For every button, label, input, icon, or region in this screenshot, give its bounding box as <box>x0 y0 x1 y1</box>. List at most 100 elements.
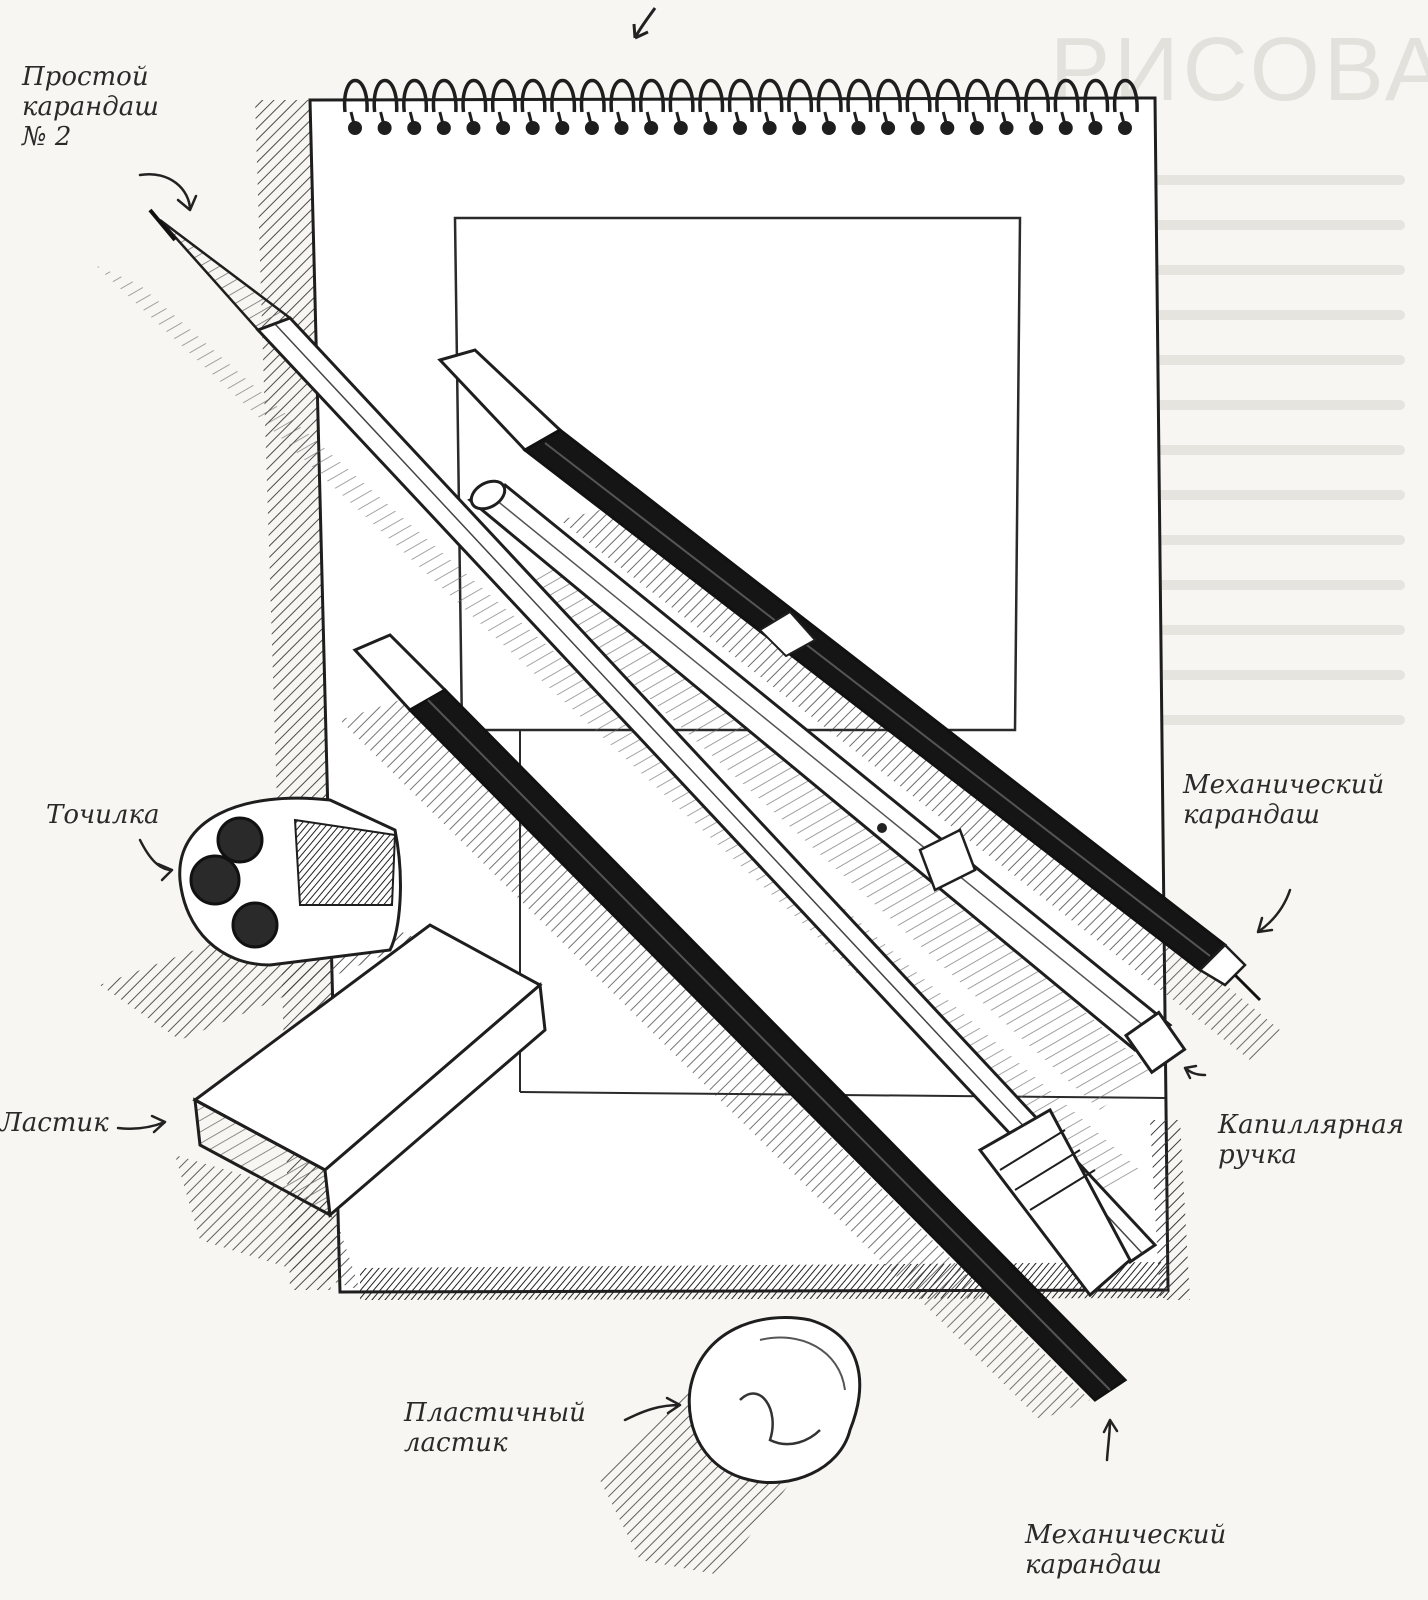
sharpener-hole-3 <box>231 901 279 949</box>
spiral-ring-tail <box>556 111 564 129</box>
spiral-ring-tail <box>586 111 594 129</box>
spiral-ring <box>490 79 517 113</box>
label-eraser-line1: Ластик <box>0 1108 109 1138</box>
capillary-pen <box>467 479 1187 1075</box>
spiral-ring-tail <box>1060 111 1068 129</box>
top-arrow <box>632 7 657 40</box>
spiral-ring <box>757 79 784 113</box>
spiral-ring <box>550 79 577 113</box>
spiral-ring <box>787 79 813 113</box>
label-kneaded-eraser-line1: Пластичный <box>404 1398 586 1428</box>
arrow-mech-pencil-bottom <box>1102 1418 1119 1462</box>
spiral-ring-tail <box>1089 111 1097 129</box>
spiral-ring <box>994 79 1021 113</box>
pad-left-shadow <box>255 100 340 1290</box>
sharpener-hole-1 <box>189 854 241 906</box>
kneaded-eraser <box>600 1316 862 1575</box>
spiral-ring <box>639 79 665 113</box>
label-mech-pencil-top-line1: Механический <box>1183 770 1385 800</box>
spiral-ring-tail <box>853 111 860 129</box>
spiral-ring-tail <box>675 111 683 129</box>
label-capillary-pen: Капиллярная ручка <box>1218 1110 1404 1170</box>
spiral-ring-tail <box>1119 111 1127 129</box>
pad-inner-sheet <box>453 216 1022 732</box>
label-eraser: Ластик <box>0 1108 109 1138</box>
sharpener-hole-2 <box>216 816 264 864</box>
label-pencil-no2: Простой карандаш № 2 <box>22 62 159 152</box>
spiral-ring-tail <box>764 111 772 129</box>
spiral-ring-tail <box>468 111 475 129</box>
spiral-ring <box>431 79 458 113</box>
sharpener <box>100 796 420 1040</box>
spiral-ring-tail <box>1030 111 1038 129</box>
label-sharpener-line1: Точилка <box>46 800 160 830</box>
spiral-ring <box>846 79 873 113</box>
spiral-ring <box>816 79 843 113</box>
spiral-ring <box>1083 79 1110 113</box>
spiral-ring-tail <box>527 111 535 129</box>
spiral-ring <box>698 79 725 113</box>
spiral-ring <box>935 79 962 113</box>
label-arrows <box>116 172 1292 1462</box>
label-mech-pencil-bottom: Механический карандаш <box>1025 1520 1226 1580</box>
arrow-pencil-no2 <box>138 172 198 212</box>
spiral-ring-tail <box>438 111 446 129</box>
arrow-kneaded-eraser <box>623 1396 682 1422</box>
spiral-ring <box>372 79 399 113</box>
spiral-ring <box>609 79 636 113</box>
label-mech-pencil-top-line2: карандаш <box>1183 800 1320 830</box>
arrow-sharpener <box>138 838 174 882</box>
label-kneaded-eraser-line2: ластик <box>404 1428 508 1458</box>
spiral-ring <box>875 79 902 113</box>
label-pencil-no2-line2: карандаш <box>22 92 159 122</box>
spiral-ring <box>402 79 428 113</box>
spiral-ring-tail <box>349 111 357 129</box>
label-mech-pencil-bottom-line1: Механический <box>1025 1520 1227 1550</box>
spiral-ring <box>579 79 606 113</box>
spiral-ring-tail <box>793 111 801 129</box>
mech-pencil-shadow-bottom <box>340 700 1090 1420</box>
spiral-ring <box>905 79 932 113</box>
spiral-ring <box>1024 79 1050 113</box>
spiral-ring <box>964 79 991 113</box>
spiral-ring-tail <box>912 111 920 129</box>
spiral-ring-tail <box>704 111 712 129</box>
label-mech-pencil-top: Механический карандаш <box>1183 770 1384 830</box>
spiral-ring <box>342 79 369 113</box>
mech-pencil-top <box>437 348 1262 1002</box>
spiral-ring <box>461 79 488 113</box>
mech-pencil-bottom <box>352 633 1132 1402</box>
capillary-pen-shadow <box>520 560 1150 1110</box>
spiral-binding <box>342 79 1139 135</box>
spiral-ring <box>668 79 695 113</box>
spiral-ring <box>727 79 754 113</box>
label-capillary-pen-line2: ручка <box>1218 1140 1297 1170</box>
eraser-shadow <box>175 1155 360 1290</box>
spiral-ring-tail <box>971 111 979 129</box>
arrow-eraser <box>116 1114 167 1134</box>
label-capillary-pen-line1: Капиллярная <box>1218 1110 1404 1140</box>
spiral-ring-tail <box>616 111 623 129</box>
spiral-ring-tail <box>408 111 416 129</box>
spiral-ring-tail <box>1001 111 1008 129</box>
arrow-capillary-pen <box>1183 1064 1207 1080</box>
spiral-ring-tail <box>645 111 653 129</box>
spiral-ring-tail <box>734 111 742 129</box>
spiral-ring-tail <box>497 111 505 129</box>
spiral-ring <box>1112 79 1139 113</box>
label-kneaded-eraser: Пластичный ластик <box>404 1398 586 1458</box>
label-pencil-no2-line1: Простой <box>22 62 149 92</box>
spiral-ring-tail <box>941 111 949 129</box>
spiral-ring-tail <box>882 111 890 129</box>
arrow-mech-pencil-top <box>1256 888 1292 934</box>
label-mech-pencil-bottom-line2: карандаш <box>1025 1550 1162 1580</box>
bleed-text-lines <box>1135 175 1405 725</box>
label-sharpener: Точилка <box>46 800 160 830</box>
pencil-no2 <box>148 208 1158 1264</box>
mech-pencil-shadow-top <box>560 500 1280 1060</box>
eraser <box>175 923 547 1290</box>
spiral-ring-tail <box>823 111 831 129</box>
spiral-ring <box>520 79 547 113</box>
